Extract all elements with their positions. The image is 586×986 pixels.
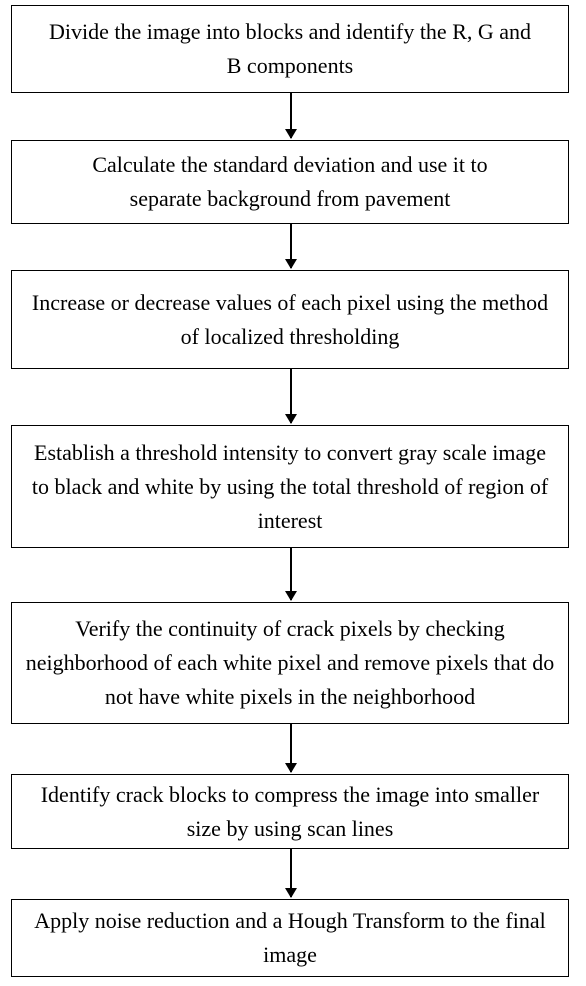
step-3-box: Increase or decrease values of each pixe…: [11, 270, 569, 369]
step-7-text: Apply noise reduction and a Hough Transf…: [34, 908, 546, 967]
step-6-box: Identify crack blocks to compress the im…: [11, 774, 569, 849]
step-2-box: Calculate the standard deviation and use…: [11, 140, 569, 224]
step-5-box: Verify the continuity of crack pixels by…: [11, 602, 569, 724]
step-3-text: Increase or decrease values of each pixe…: [31, 289, 549, 349]
step-4-text: Establish a threshold intensity to conve…: [31, 439, 549, 533]
step-5-text: Verify the continuity of crack pixels by…: [25, 616, 555, 709]
step-7-box: Apply noise reduction and a Hough Transf…: [11, 899, 569, 977]
step-6-text: Identify crack blocks to compress the im…: [40, 781, 540, 841]
step-1-box: Divide the image into blocks and identif…: [11, 5, 569, 93]
step-4-box: Establish a threshold intensity to conve…: [11, 425, 569, 548]
step-1-text: Divide the image into blocks and identif…: [48, 19, 532, 78]
step-2-text: Calculate the standard deviation and use…: [92, 152, 488, 211]
